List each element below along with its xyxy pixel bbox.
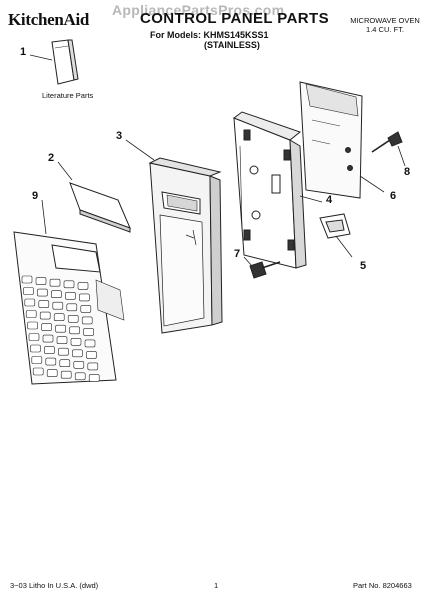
keypad-key xyxy=(65,291,76,300)
control-panel-frame xyxy=(148,157,223,334)
keypad-key xyxy=(80,305,92,313)
keypad-key xyxy=(67,314,79,323)
keypad-key xyxy=(79,293,90,302)
leader-lines xyxy=(29,54,406,267)
latch-clip xyxy=(319,213,351,239)
keypad-key xyxy=(58,347,69,356)
screw-7 xyxy=(249,261,281,279)
brand-logo: KitchenAid xyxy=(8,10,90,29)
keypad-key xyxy=(49,278,61,287)
keypad-key xyxy=(23,287,34,295)
oven-type: MICROWAVE OVEN xyxy=(350,16,420,25)
literature-parts-label: Literature Parts xyxy=(42,91,94,100)
keypad-key xyxy=(60,370,72,379)
keypad-key xyxy=(51,290,62,299)
keypad-key xyxy=(77,282,89,290)
callout-8: 8 xyxy=(404,166,411,178)
keypad-key xyxy=(83,328,94,336)
callout-2: 2 xyxy=(48,152,55,164)
models-line: For Models: KHMS145KSS1 xyxy=(150,30,269,40)
keypad-key xyxy=(87,362,99,371)
control-insert xyxy=(69,182,131,233)
page-title: CONTROL PANEL PARTS xyxy=(140,10,329,27)
keypad-key xyxy=(28,333,40,341)
keypad-membrane xyxy=(13,231,125,385)
keypad-key xyxy=(38,300,50,308)
keypad-key xyxy=(69,326,80,335)
keypad-key xyxy=(81,316,93,325)
print-info: 3−03 Litho In U.S.A. (dwd) xyxy=(10,581,99,590)
keypad-key xyxy=(86,351,97,359)
callout-6: 6 xyxy=(390,190,397,202)
keypad-key xyxy=(63,280,75,289)
callout-4: 4 xyxy=(326,194,333,206)
oven-capacity: 1.4 CU. FT. xyxy=(366,25,404,34)
screw-8 xyxy=(371,131,403,153)
keypad-key xyxy=(24,298,36,307)
keypad-key xyxy=(31,356,43,364)
keypad-key xyxy=(25,310,37,318)
keypad-key xyxy=(74,372,86,381)
callout-3: 3 xyxy=(116,130,123,142)
keypad-key xyxy=(30,344,41,353)
keypad-key xyxy=(59,359,71,368)
callout-7: 7 xyxy=(234,248,241,260)
keypad-key xyxy=(56,336,68,345)
part-number: Part No. 8204663 xyxy=(353,581,412,590)
callout-5: 5 xyxy=(360,260,367,272)
keypad-key xyxy=(37,288,48,297)
keypad-key xyxy=(88,374,100,382)
watermark: AppliancePartsPros.com xyxy=(112,2,285,18)
keypad-key xyxy=(27,321,38,330)
keypad-key xyxy=(42,334,54,343)
keypad-key xyxy=(39,311,51,320)
callout-1: 1 xyxy=(20,46,27,58)
keypad-key xyxy=(72,349,83,358)
keypad-key xyxy=(41,323,52,331)
keypad-key xyxy=(46,369,58,377)
callout-9: 9 xyxy=(32,190,39,202)
keypad-key xyxy=(66,303,78,312)
keypad-key xyxy=(35,277,47,285)
keypad-key xyxy=(53,313,65,322)
keypad-key xyxy=(21,275,33,284)
appliance-info: MICROWAVE OVEN 1.4 CU. FT. xyxy=(342,16,428,34)
keypad-key xyxy=(45,357,57,366)
control-board xyxy=(299,81,363,199)
variant-label: (STAINLESS) xyxy=(204,40,260,50)
page-number: 1 xyxy=(214,581,219,590)
keypad-key xyxy=(84,339,96,348)
mounting-bracket xyxy=(232,111,307,269)
keypad-key xyxy=(55,324,66,333)
keypad-key xyxy=(70,337,82,346)
keypad-key xyxy=(52,301,64,310)
literature-booklet xyxy=(51,39,79,85)
keypad-key xyxy=(32,367,44,376)
keypad-key xyxy=(44,346,55,354)
keypad-key xyxy=(73,360,85,369)
